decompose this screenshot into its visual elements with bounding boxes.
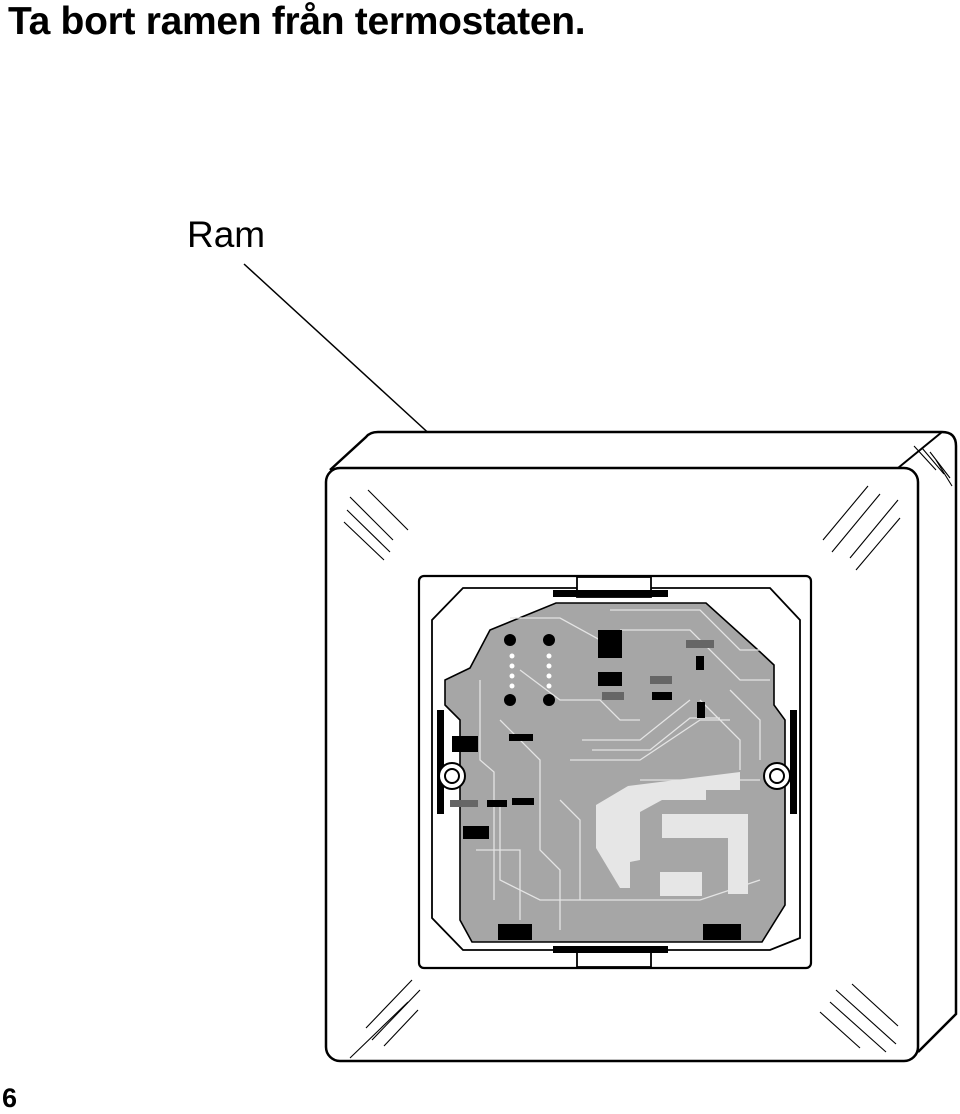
circuit-traces bbox=[476, 609, 770, 930]
circuit-board bbox=[444, 602, 786, 943]
callout-label-ram: Ram bbox=[187, 214, 266, 255]
page-heading: Ta bort ramen från termostaten. bbox=[8, 0, 586, 43]
screw-holes bbox=[438, 762, 791, 790]
page-number: 6 bbox=[2, 1083, 18, 1113]
copper-pad bbox=[596, 772, 740, 888]
left-rail bbox=[437, 710, 444, 814]
led-dots bbox=[504, 634, 555, 706]
right-rail bbox=[790, 710, 797, 814]
frame-gloss-marks bbox=[343, 445, 953, 1059]
callout-leader-line bbox=[243, 263, 448, 451]
components bbox=[450, 630, 741, 940]
